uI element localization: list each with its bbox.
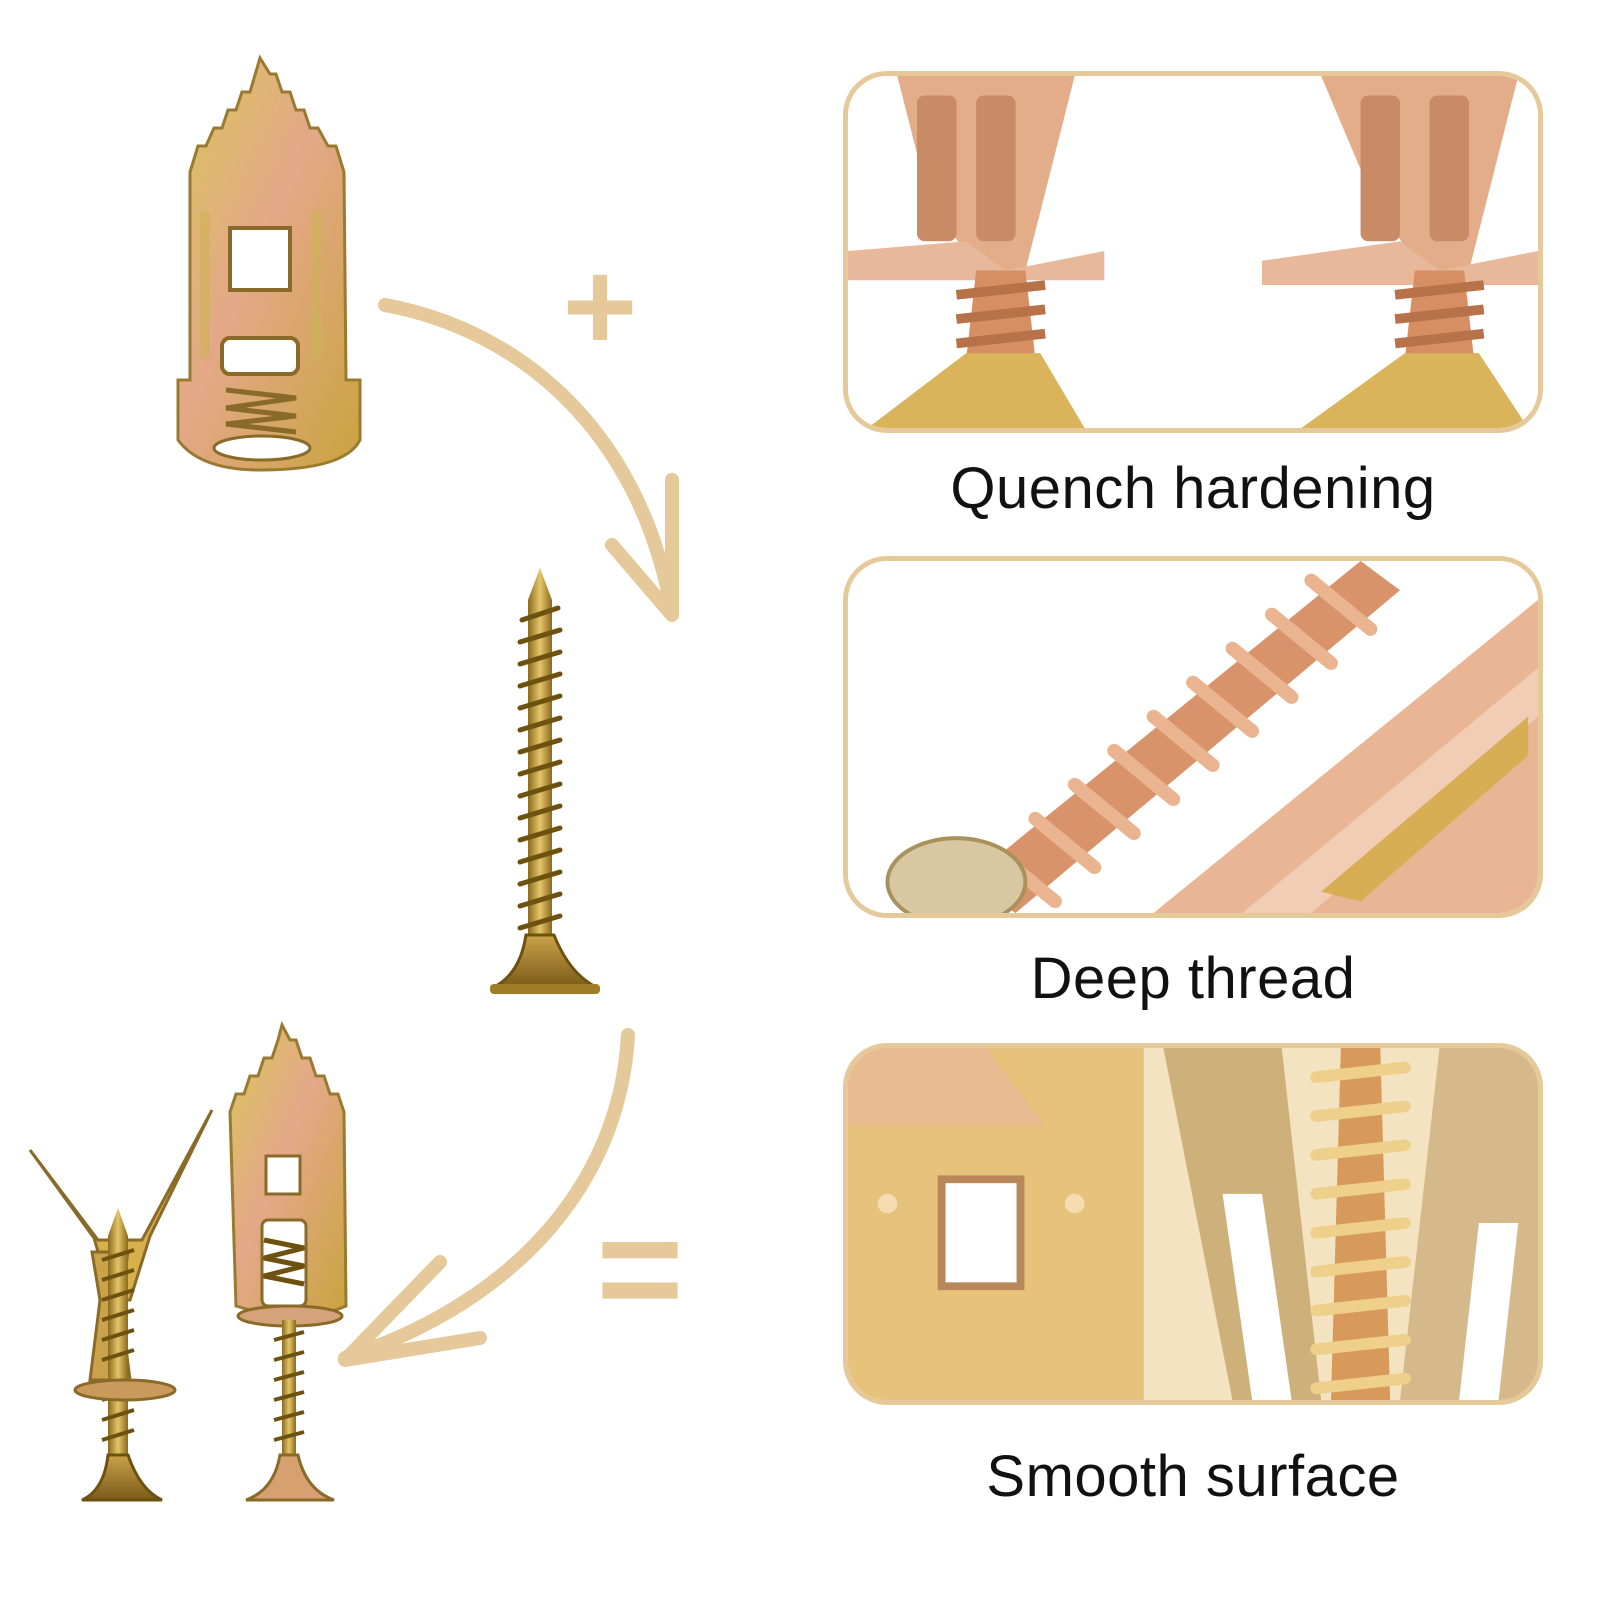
assembled-anchor-expanded-image [28, 1109, 214, 1502]
caption-smooth-surface: Smooth surface [986, 1444, 1400, 1509]
plus-sign: + [563, 235, 638, 378]
wall-anchor-image [176, 54, 362, 472]
equals-sign: = [596, 1184, 684, 1352]
smooth-surface-photo [843, 1043, 1543, 1405]
arrow-down-right-icon [378, 298, 679, 622]
deep-thread-photo [843, 556, 1543, 918]
caption-deep-thread: Deep thread [1030, 946, 1356, 1011]
assembly-illustration: + = [28, 54, 684, 1502]
assembled-anchor-closed-image [228, 1020, 348, 1502]
quench-hardening-photo [843, 71, 1543, 433]
screw-image [490, 568, 600, 994]
arrow-down-left-icon [338, 1028, 635, 1367]
caption-quench-hardening: Quench hardening [950, 456, 1436, 521]
